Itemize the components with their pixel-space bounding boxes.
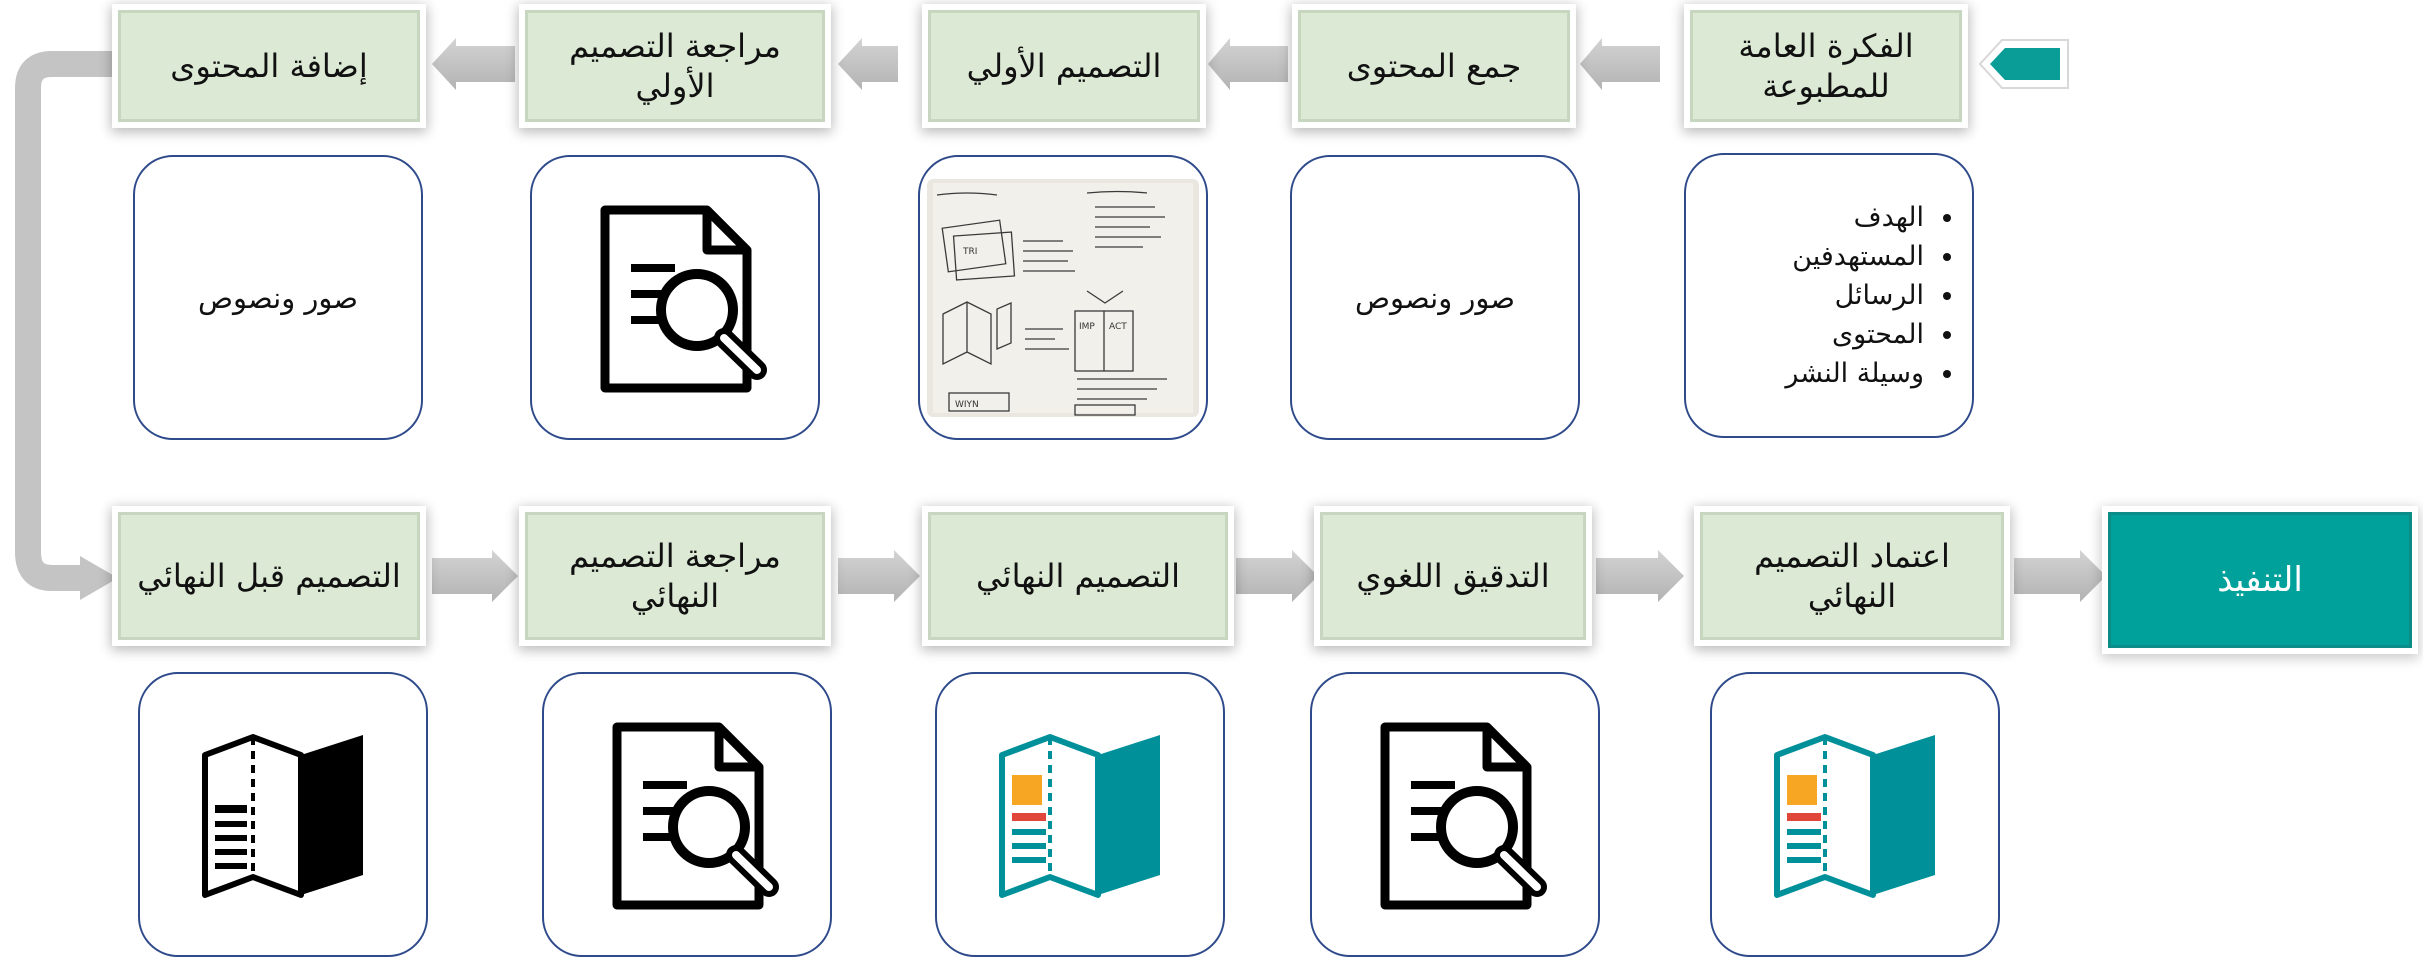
arrow-left	[1580, 38, 1660, 90]
color-brochure-icon	[999, 733, 1160, 898]
add-content-text: صور ونصوص	[197, 280, 359, 315]
step-final-review: مراجعة التصميم النهائي	[525, 512, 825, 640]
bullet-medium: وسيلة النشر	[1686, 354, 1928, 393]
card-initial-design: TRI IMP ACT WIYN	[918, 155, 1208, 440]
card-proofreading	[1310, 672, 1600, 957]
card-add-content: صور ونصوص	[133, 155, 423, 440]
arrow-right	[80, 556, 118, 600]
arrow-right	[1596, 550, 1684, 602]
arrow-right	[432, 550, 518, 602]
card-pre-final-design	[138, 672, 428, 957]
step-initial-review: مراجعة التصميم الأولي	[525, 10, 825, 122]
arrow-right	[2014, 550, 2106, 602]
step-add-content: إضافة المحتوى	[118, 10, 420, 122]
step-idea: الفكرة العامة للمطبوعة	[1690, 10, 1962, 122]
step-final-design: التصميم النهائي	[928, 512, 1228, 640]
step-pre-final-design: التصميم قبل النهائي	[118, 512, 420, 640]
step-initial-design: التصميم الأولي	[928, 10, 1200, 122]
document-search-icon	[600, 205, 767, 392]
hand-drawn-sketch-image: TRI IMP ACT WIYN	[927, 178, 1199, 417]
bullet-goal: الهدف	[1686, 198, 1928, 237]
card-idea-details: الهدف المستهدفين الرسائل المحتوى وسيلة ا…	[1684, 153, 1974, 438]
arrow-left	[432, 38, 515, 90]
color-brochure-icon	[1774, 733, 1935, 898]
arrow-left	[1208, 38, 1288, 90]
svg-text:TRI: TRI	[962, 247, 977, 257]
idea-bullet-list: الهدف المستهدفين الرسائل المحتوى وسيلة ا…	[1686, 198, 1972, 393]
svg-text:WIYN: WIYN	[955, 400, 979, 410]
bullet-audience: المستهدفين	[1686, 237, 1928, 276]
bullet-content: المحتوى	[1686, 315, 1928, 354]
card-final-design	[935, 672, 1225, 957]
document-search-icon	[612, 722, 779, 909]
arrow-right	[838, 550, 920, 602]
collect-content-text: صور ونصوص	[1354, 280, 1516, 315]
card-initial-review	[530, 155, 820, 440]
card-collect-content: صور ونصوص	[1290, 155, 1580, 440]
svg-text:IMP: IMP	[1079, 322, 1095, 332]
bullet-messages: الرسائل	[1686, 276, 1928, 315]
step-final-approval: اعتماد التصميم النهائي	[1700, 512, 2004, 640]
start-marker-fill	[1990, 48, 2060, 80]
document-search-icon	[1380, 722, 1547, 909]
step-proofreading: التدقيق اللغوي	[1320, 512, 1586, 640]
arrow-right	[1236, 550, 1318, 602]
card-final-approval	[1710, 672, 2000, 957]
svg-text:ACT: ACT	[1109, 322, 1127, 332]
card-final-review	[542, 672, 832, 957]
step-collect-content: جمع المحتوى	[1298, 10, 1570, 122]
loop-connector	[14, 51, 118, 591]
bw-brochure-icon	[202, 733, 363, 898]
arrow-left	[838, 38, 898, 90]
step-execution: التنفيذ	[2108, 512, 2412, 648]
